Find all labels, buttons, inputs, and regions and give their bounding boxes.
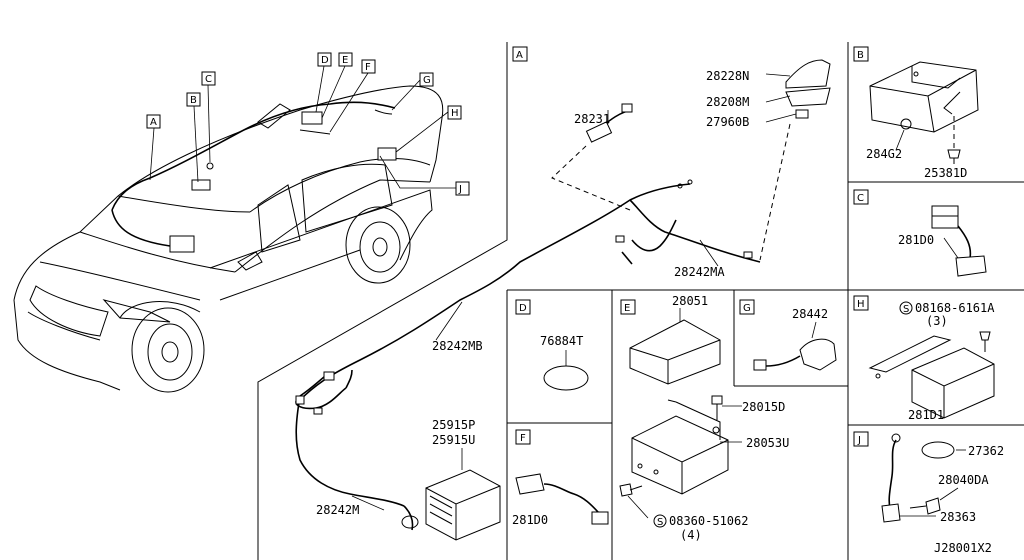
diagram-id: J28001X2: [934, 541, 992, 555]
callout-E: E: [321, 52, 353, 119]
callout-J: J: [379, 155, 470, 196]
panel-frames: [257, 42, 1024, 560]
callout-H: H: [395, 105, 462, 153]
callout-F: F: [329, 59, 376, 133]
part-label: H: [451, 108, 459, 119]
part-08360-qty: (4): [680, 528, 702, 542]
part-28208M: 28208M: [706, 95, 749, 109]
part-label: S: [903, 304, 909, 315]
part-28242MA: 28242MA: [674, 265, 725, 279]
part-28051: 28051: [672, 294, 708, 308]
panel-B-content: 284G2 25381D: [866, 61, 979, 180]
part-label: A: [516, 50, 523, 61]
part-25915P: 25915P: [432, 418, 475, 432]
panel-H-content: S 08168-6161A (3) 281D1: [868, 301, 995, 422]
panel-label-C: C: [853, 189, 869, 205]
part-label: D: [321, 55, 329, 66]
panel-label-E: E: [620, 299, 636, 315]
callout-G: G: [391, 72, 434, 111]
part-28242MB: 28242MB: [432, 339, 483, 353]
part-label: G: [743, 303, 751, 314]
part-28040DA: 28040DA: [938, 473, 989, 487]
panel-label-F: F: [515, 429, 531, 445]
panel-F-content: 281D0: [512, 473, 609, 527]
part-label: F: [365, 62, 371, 73]
panel-label-A: A: [512, 46, 528, 62]
part-27362: 27362: [968, 444, 1004, 458]
part-28363: 28363: [940, 510, 976, 524]
part-label: H: [857, 299, 865, 310]
part-labels-A: 28231 28228N 28208M 27960B 28242MA 28242…: [316, 69, 749, 517]
panel-label-J: J: [853, 431, 869, 447]
panel-J-content: 27362 28040DA 28363: [881, 433, 1004, 524]
bolt-symbol-icon: [653, 514, 667, 528]
part-281D0-C: 281D0: [898, 233, 934, 247]
panel-E-content: 28051 28015D 28053U S 08360-51062 (4): [619, 294, 789, 542]
panel-label-H: H: [853, 295, 869, 311]
callout-D: D: [315, 52, 332, 113]
part-label: C: [857, 193, 864, 204]
part-08360-51062: 08360-51062: [669, 514, 748, 528]
part-28228N: 28228N: [706, 69, 749, 83]
part-28015D: 28015D: [742, 400, 785, 414]
part-25381D: 25381D: [924, 166, 967, 180]
part-76884T: 76884T: [540, 334, 583, 348]
part-08168-qty: (3): [926, 314, 948, 328]
nav-harness: [295, 369, 501, 541]
part-28442: 28442: [792, 307, 828, 321]
part-label: E: [342, 55, 348, 66]
panel-A-harness: [299, 59, 831, 401]
callout-B: B: [186, 92, 201, 183]
part-label: J: [458, 184, 462, 195]
part-label: B: [857, 50, 864, 61]
part-08168-6161A: 08168-6161A: [915, 301, 995, 315]
panel-label-G: G: [739, 299, 755, 315]
panel-label-B: B: [853, 46, 869, 62]
part-281D0-F: 281D0: [512, 513, 548, 527]
part-label: D: [519, 303, 527, 314]
part-label: C: [205, 74, 212, 85]
panel-label-D: D: [515, 299, 531, 315]
vehicle-illustration: [13, 85, 444, 393]
bolt-symbol-icon: [899, 301, 913, 315]
part-label: G: [423, 75, 431, 86]
part-25915U: 25915U: [432, 433, 475, 447]
part-28053U: 28053U: [746, 436, 789, 450]
panel-D-content: 76884T: [540, 334, 589, 391]
part-label: A: [150, 117, 157, 128]
part-label: E: [624, 303, 630, 314]
part-281D1: 281D1: [908, 408, 944, 422]
part-label: S: [657, 517, 663, 528]
part-label: J: [857, 435, 861, 446]
callout-C: C: [201, 71, 216, 163]
part-label: B: [190, 95, 197, 106]
panel-C-content: 281D0: [898, 205, 987, 277]
part-27960B: 27960B: [706, 115, 749, 129]
part-label: F: [520, 433, 526, 444]
part-284G2: 284G2: [866, 147, 902, 161]
part-28231: 28231: [574, 112, 610, 126]
callout-A: A: [146, 114, 161, 181]
car-callouts: A B C D E F G: [146, 52, 470, 196]
panel-G-content: 28442: [753, 307, 837, 371]
part-28242M: 28242M: [316, 503, 359, 517]
